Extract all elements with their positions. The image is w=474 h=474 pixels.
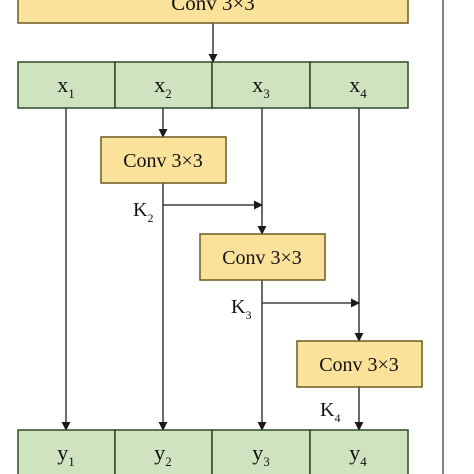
output-label: y4	[349, 440, 367, 469]
output-subscript: 2	[165, 454, 172, 469]
k-base: K	[133, 199, 148, 221]
input-base: x	[154, 72, 165, 97]
k-subscript: 3	[245, 308, 251, 322]
input-subscript: 2	[165, 86, 172, 101]
input-label: x1	[57, 72, 75, 101]
output-cell-y3: y3	[211, 429, 311, 474]
output-cell-y1: y1	[17, 429, 116, 474]
top-conv-label: Conv 3×3	[171, 0, 255, 15]
conv-box	[199, 233, 326, 281]
conv-block-3: Conv 3×3	[199, 233, 326, 281]
conv-box	[100, 136, 227, 184]
input-subscript: 3	[263, 86, 270, 101]
output-subscript: 3	[263, 454, 270, 469]
output-base: y	[154, 440, 165, 465]
input-subscript: 1	[68, 86, 75, 101]
input-base: x	[252, 72, 263, 97]
input-cell-box	[17, 61, 116, 109]
input-cell-x4: x4	[309, 61, 409, 109]
conv-label: Conv 3×3	[319, 354, 399, 376]
conv-block-2: Conv 3×3	[100, 136, 227, 184]
input-cell-x1: x1	[17, 61, 116, 109]
output-label: y3	[252, 440, 270, 469]
input-label: x3	[252, 72, 270, 101]
output-subscript: 1	[68, 454, 75, 469]
input-cell-box	[211, 61, 311, 109]
k-subscript: 4	[334, 411, 340, 425]
k2-label: K2	[133, 199, 153, 225]
conv-block-4: Conv 3×3	[296, 340, 423, 388]
input-cell-x3: x3	[211, 61, 311, 109]
output-cell-y2: y2	[114, 429, 213, 474]
input-base: x	[349, 72, 360, 97]
k-subscript: 2	[147, 211, 153, 225]
output-base: y	[252, 440, 263, 465]
input-label: x2	[154, 72, 172, 101]
input-base: x	[57, 72, 68, 97]
input-label: x4	[349, 72, 367, 101]
input-cell-box	[309, 61, 409, 109]
output-base: y	[57, 440, 68, 465]
top-conv-block: Conv 3×3	[17, 0, 409, 24]
conv-label: Conv 3×3	[222, 247, 302, 269]
input-cell-x2: x2	[114, 61, 213, 109]
connectors	[61, 23, 364, 431]
k4-label: K4	[320, 399, 340, 425]
output-cell-box	[309, 429, 409, 474]
output-cell-box	[114, 429, 213, 474]
output-cell-box	[211, 429, 311, 474]
output-row: y1 y2 y3 y4	[17, 429, 409, 474]
top-conv-box	[17, 0, 409, 24]
conv-box	[296, 340, 423, 388]
k-base: K	[320, 399, 335, 421]
input-subscript: 4	[360, 86, 367, 101]
conv-label: Conv 3×3	[123, 150, 203, 172]
input-cell-box	[114, 61, 213, 109]
output-cell-y4: y4	[309, 429, 409, 474]
output-subscript: 4	[360, 454, 367, 469]
k3-label: K3	[231, 296, 251, 322]
output-label: y2	[154, 440, 172, 469]
input-split-row: x1 x2 x3 x4	[17, 61, 409, 109]
output-label: y1	[57, 440, 75, 469]
output-cell-box	[17, 429, 116, 474]
output-base: y	[349, 440, 360, 465]
k-base: K	[231, 296, 246, 318]
